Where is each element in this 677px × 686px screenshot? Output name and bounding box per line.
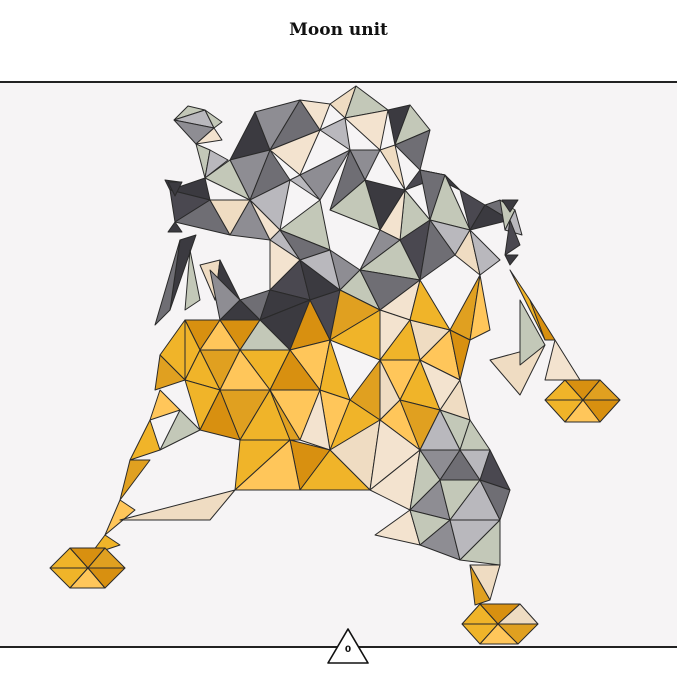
lander-facet[interactable] (319, 117, 351, 151)
lander-facet[interactable] (479, 479, 511, 521)
lander-facet[interactable] (204, 149, 229, 179)
lander-facet[interactable] (299, 389, 331, 451)
lander-facet[interactable] (501, 199, 519, 213)
lander-facet[interactable] (195, 127, 223, 145)
lander-facet[interactable] (329, 179, 381, 231)
lander-facet[interactable] (269, 389, 301, 441)
lander-facet[interactable] (379, 144, 406, 191)
lander-facet[interactable] (167, 181, 183, 197)
lander-facet[interactable] (199, 389, 241, 441)
lander-facet[interactable] (519, 299, 546, 366)
lander-facet[interactable] (497, 623, 539, 645)
lander-facet[interactable] (459, 519, 501, 566)
header: Moon unit (0, 0, 677, 82)
lander-facet[interactable] (104, 499, 136, 536)
lander-facet[interactable] (449, 329, 471, 381)
lander-facet[interactable] (119, 489, 236, 521)
lander-facet[interactable] (582, 399, 621, 423)
lander-facet[interactable] (409, 279, 451, 331)
lander-facet[interactable] (299, 449, 371, 491)
lander-facet[interactable] (344, 109, 389, 151)
lander-facet[interactable] (129, 419, 161, 461)
lander-facet[interactable] (504, 254, 519, 266)
lander-facet[interactable] (299, 249, 341, 291)
divider-top (0, 81, 677, 83)
lander-facet[interactable] (489, 344, 546, 396)
lander-facet[interactable] (419, 219, 456, 281)
lander-facet[interactable] (469, 204, 511, 231)
lander-facet[interactable] (234, 439, 301, 491)
lander-facet[interactable] (204, 109, 223, 129)
lander-facet[interactable] (504, 219, 521, 256)
lander-facet[interactable] (149, 389, 181, 421)
lander-facet[interactable] (184, 249, 201, 311)
lander-facet[interactable] (419, 359, 461, 411)
triangle-counter[interactable]: 0 (326, 627, 370, 665)
lander-facet[interactable] (469, 229, 501, 276)
page-title: Moon unit (289, 20, 388, 40)
lander-facet[interactable] (299, 149, 351, 201)
lander-facet[interactable] (269, 129, 321, 176)
triangle-icon (327, 628, 369, 664)
lander-facet[interactable] (167, 221, 183, 233)
triangle-count: 0 (344, 645, 352, 655)
lander-facet[interactable] (469, 274, 491, 341)
lander-facet[interactable] (394, 129, 431, 171)
lander-facet[interactable] (469, 564, 491, 606)
lunar-module-icon[interactable] (0, 83, 677, 647)
lander-facet[interactable] (154, 239, 181, 326)
lander-facet[interactable] (544, 339, 581, 381)
lander-facet[interactable] (154, 354, 186, 391)
lander-facet[interactable] (204, 159, 251, 201)
lander-facet[interactable] (299, 99, 331, 131)
lander-facet[interactable] (159, 409, 201, 451)
lander-facet[interactable] (529, 299, 556, 341)
lander-facet[interactable] (87, 567, 126, 589)
lander-facet[interactable] (119, 459, 151, 501)
